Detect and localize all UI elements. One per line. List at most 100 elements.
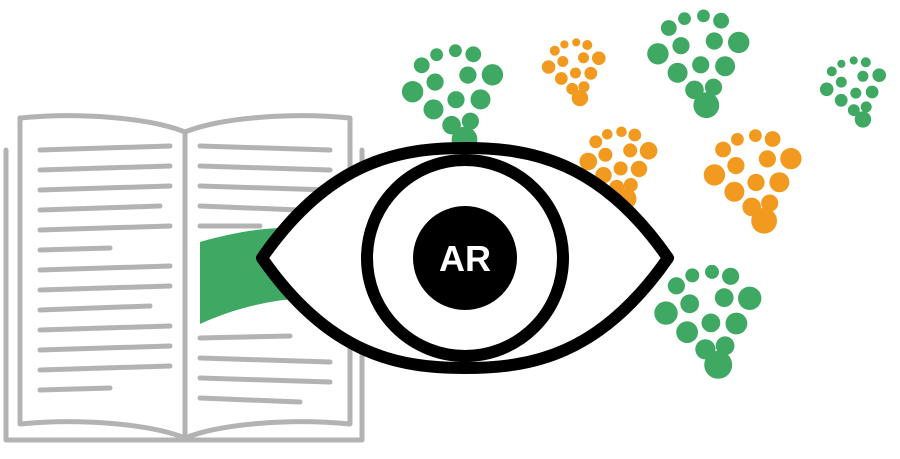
heart-dot xyxy=(430,48,443,62)
heart-dot xyxy=(715,336,735,356)
heart-dot xyxy=(693,92,720,119)
heart-dot xyxy=(654,301,678,325)
heart-dot xyxy=(780,147,802,170)
heart-dot xyxy=(685,268,700,283)
text-line xyxy=(37,385,113,393)
heart-dot xyxy=(714,288,734,308)
heart-dot xyxy=(639,142,658,160)
text-line xyxy=(37,323,173,333)
heart-dot xyxy=(747,173,765,192)
heart-dot xyxy=(557,56,569,67)
heart-dot xyxy=(660,20,677,36)
heart-dot xyxy=(571,89,589,107)
heart-dot xyxy=(727,157,745,175)
heart-dot xyxy=(628,128,642,142)
text-line xyxy=(197,143,333,153)
heart-dot xyxy=(837,59,846,68)
heart-dot xyxy=(667,62,688,83)
text-line xyxy=(37,203,163,213)
heart-dot xyxy=(725,312,748,335)
text-line xyxy=(197,203,303,213)
heart-dot xyxy=(761,194,779,212)
heart-dot xyxy=(731,133,744,146)
text-line xyxy=(197,395,303,405)
heart-dot xyxy=(703,164,726,186)
text-line xyxy=(37,143,173,153)
heart-dot xyxy=(602,129,613,140)
text-line xyxy=(197,355,333,365)
heart-dot xyxy=(584,66,598,80)
heart-dot xyxy=(578,81,590,93)
heart-dot xyxy=(579,152,598,171)
heart-dot xyxy=(854,111,872,128)
heart-dot xyxy=(554,72,568,85)
heart-dot xyxy=(676,321,698,344)
heart-dot xyxy=(598,147,613,162)
heart-dot xyxy=(423,99,444,120)
text-line xyxy=(37,163,173,173)
heart-dot xyxy=(647,43,669,65)
heart-dot xyxy=(449,44,462,58)
heart-dot xyxy=(616,126,627,138)
heart-dot xyxy=(667,277,686,295)
heart-dot xyxy=(860,57,871,68)
right-page-lines xyxy=(197,143,333,405)
heart-dot xyxy=(758,150,777,168)
heart-dot xyxy=(678,12,691,25)
heart-dot xyxy=(549,45,560,56)
heart-dot xyxy=(701,313,721,333)
heart-dot xyxy=(613,161,628,176)
text-line xyxy=(37,343,173,353)
heart-dot xyxy=(738,286,762,310)
heart-dot xyxy=(630,160,648,178)
heart-dot xyxy=(705,32,723,50)
heart-dot xyxy=(715,56,736,77)
heart-dot xyxy=(401,81,424,103)
heart-dot xyxy=(589,135,603,149)
heart-dot xyxy=(592,51,606,65)
left-page-lines xyxy=(37,143,173,393)
heart-dot xyxy=(697,9,710,23)
heart-dot xyxy=(470,89,491,110)
heart-dot xyxy=(461,112,479,130)
heart-dot xyxy=(623,143,638,158)
heart-dot xyxy=(751,207,777,234)
heart-dot xyxy=(672,37,690,55)
heart-dot xyxy=(692,56,710,74)
heart-dot xyxy=(769,172,790,193)
heart-dot xyxy=(865,85,879,99)
heart-dot xyxy=(541,60,556,74)
heart-dot xyxy=(459,66,477,84)
heart-dots-icon xyxy=(401,9,886,379)
heart-dot xyxy=(560,40,569,49)
heart-dot xyxy=(722,267,740,285)
heart-dot xyxy=(426,73,444,91)
heart-dot xyxy=(749,129,762,143)
heart-dot xyxy=(465,46,482,63)
text-line xyxy=(37,245,113,253)
heart-dot xyxy=(570,67,581,79)
heart-dot xyxy=(572,38,581,47)
heart-dot xyxy=(705,264,719,279)
heart-dot xyxy=(847,104,860,117)
heart-dot xyxy=(826,66,837,77)
text-line xyxy=(37,223,173,233)
text-line xyxy=(37,183,173,193)
heart-dot xyxy=(819,82,834,97)
heart-dot xyxy=(834,93,848,107)
heart-dot xyxy=(724,181,745,202)
ar-label: AR xyxy=(439,238,491,279)
heart-dot xyxy=(728,31,750,54)
heart-dot xyxy=(872,68,886,82)
heart-dot xyxy=(680,294,700,314)
text-line xyxy=(197,375,333,385)
text-line xyxy=(37,303,153,313)
text-line xyxy=(197,333,293,341)
heart-dot xyxy=(835,76,847,88)
heart-dot xyxy=(582,40,593,50)
text-line xyxy=(37,263,173,273)
heart-dot xyxy=(857,70,869,82)
eye-icon: AR xyxy=(256,142,674,374)
heart-dot xyxy=(578,52,589,64)
